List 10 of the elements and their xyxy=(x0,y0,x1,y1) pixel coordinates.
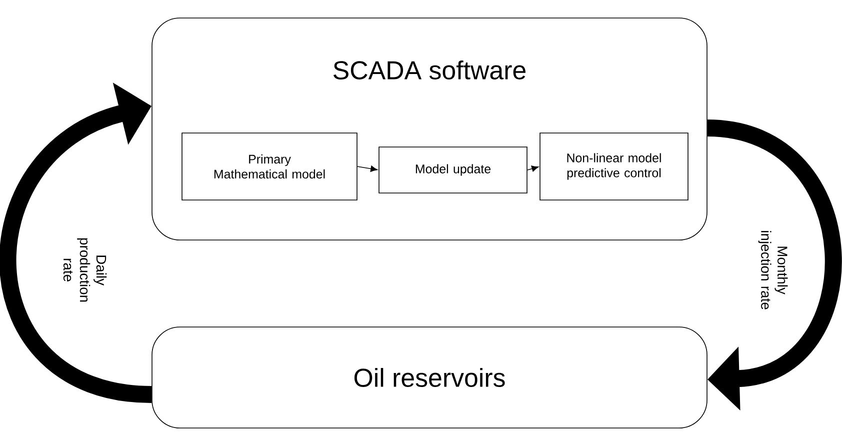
reservoir-box: Oil reservoirs xyxy=(152,326,708,428)
curved-arrow xyxy=(706,120,842,411)
edge-label: Monthly injection rate xyxy=(758,231,788,310)
curved-arrow xyxy=(0,82,153,403)
arrow xyxy=(357,166,378,172)
process-box: Primary Mathematical model xyxy=(182,132,358,200)
arrow xyxy=(527,166,539,172)
process-box: Non-linear model predictive control xyxy=(540,132,688,200)
edge-label: Daily production rate xyxy=(63,238,107,302)
process-box: Model update xyxy=(378,146,528,194)
